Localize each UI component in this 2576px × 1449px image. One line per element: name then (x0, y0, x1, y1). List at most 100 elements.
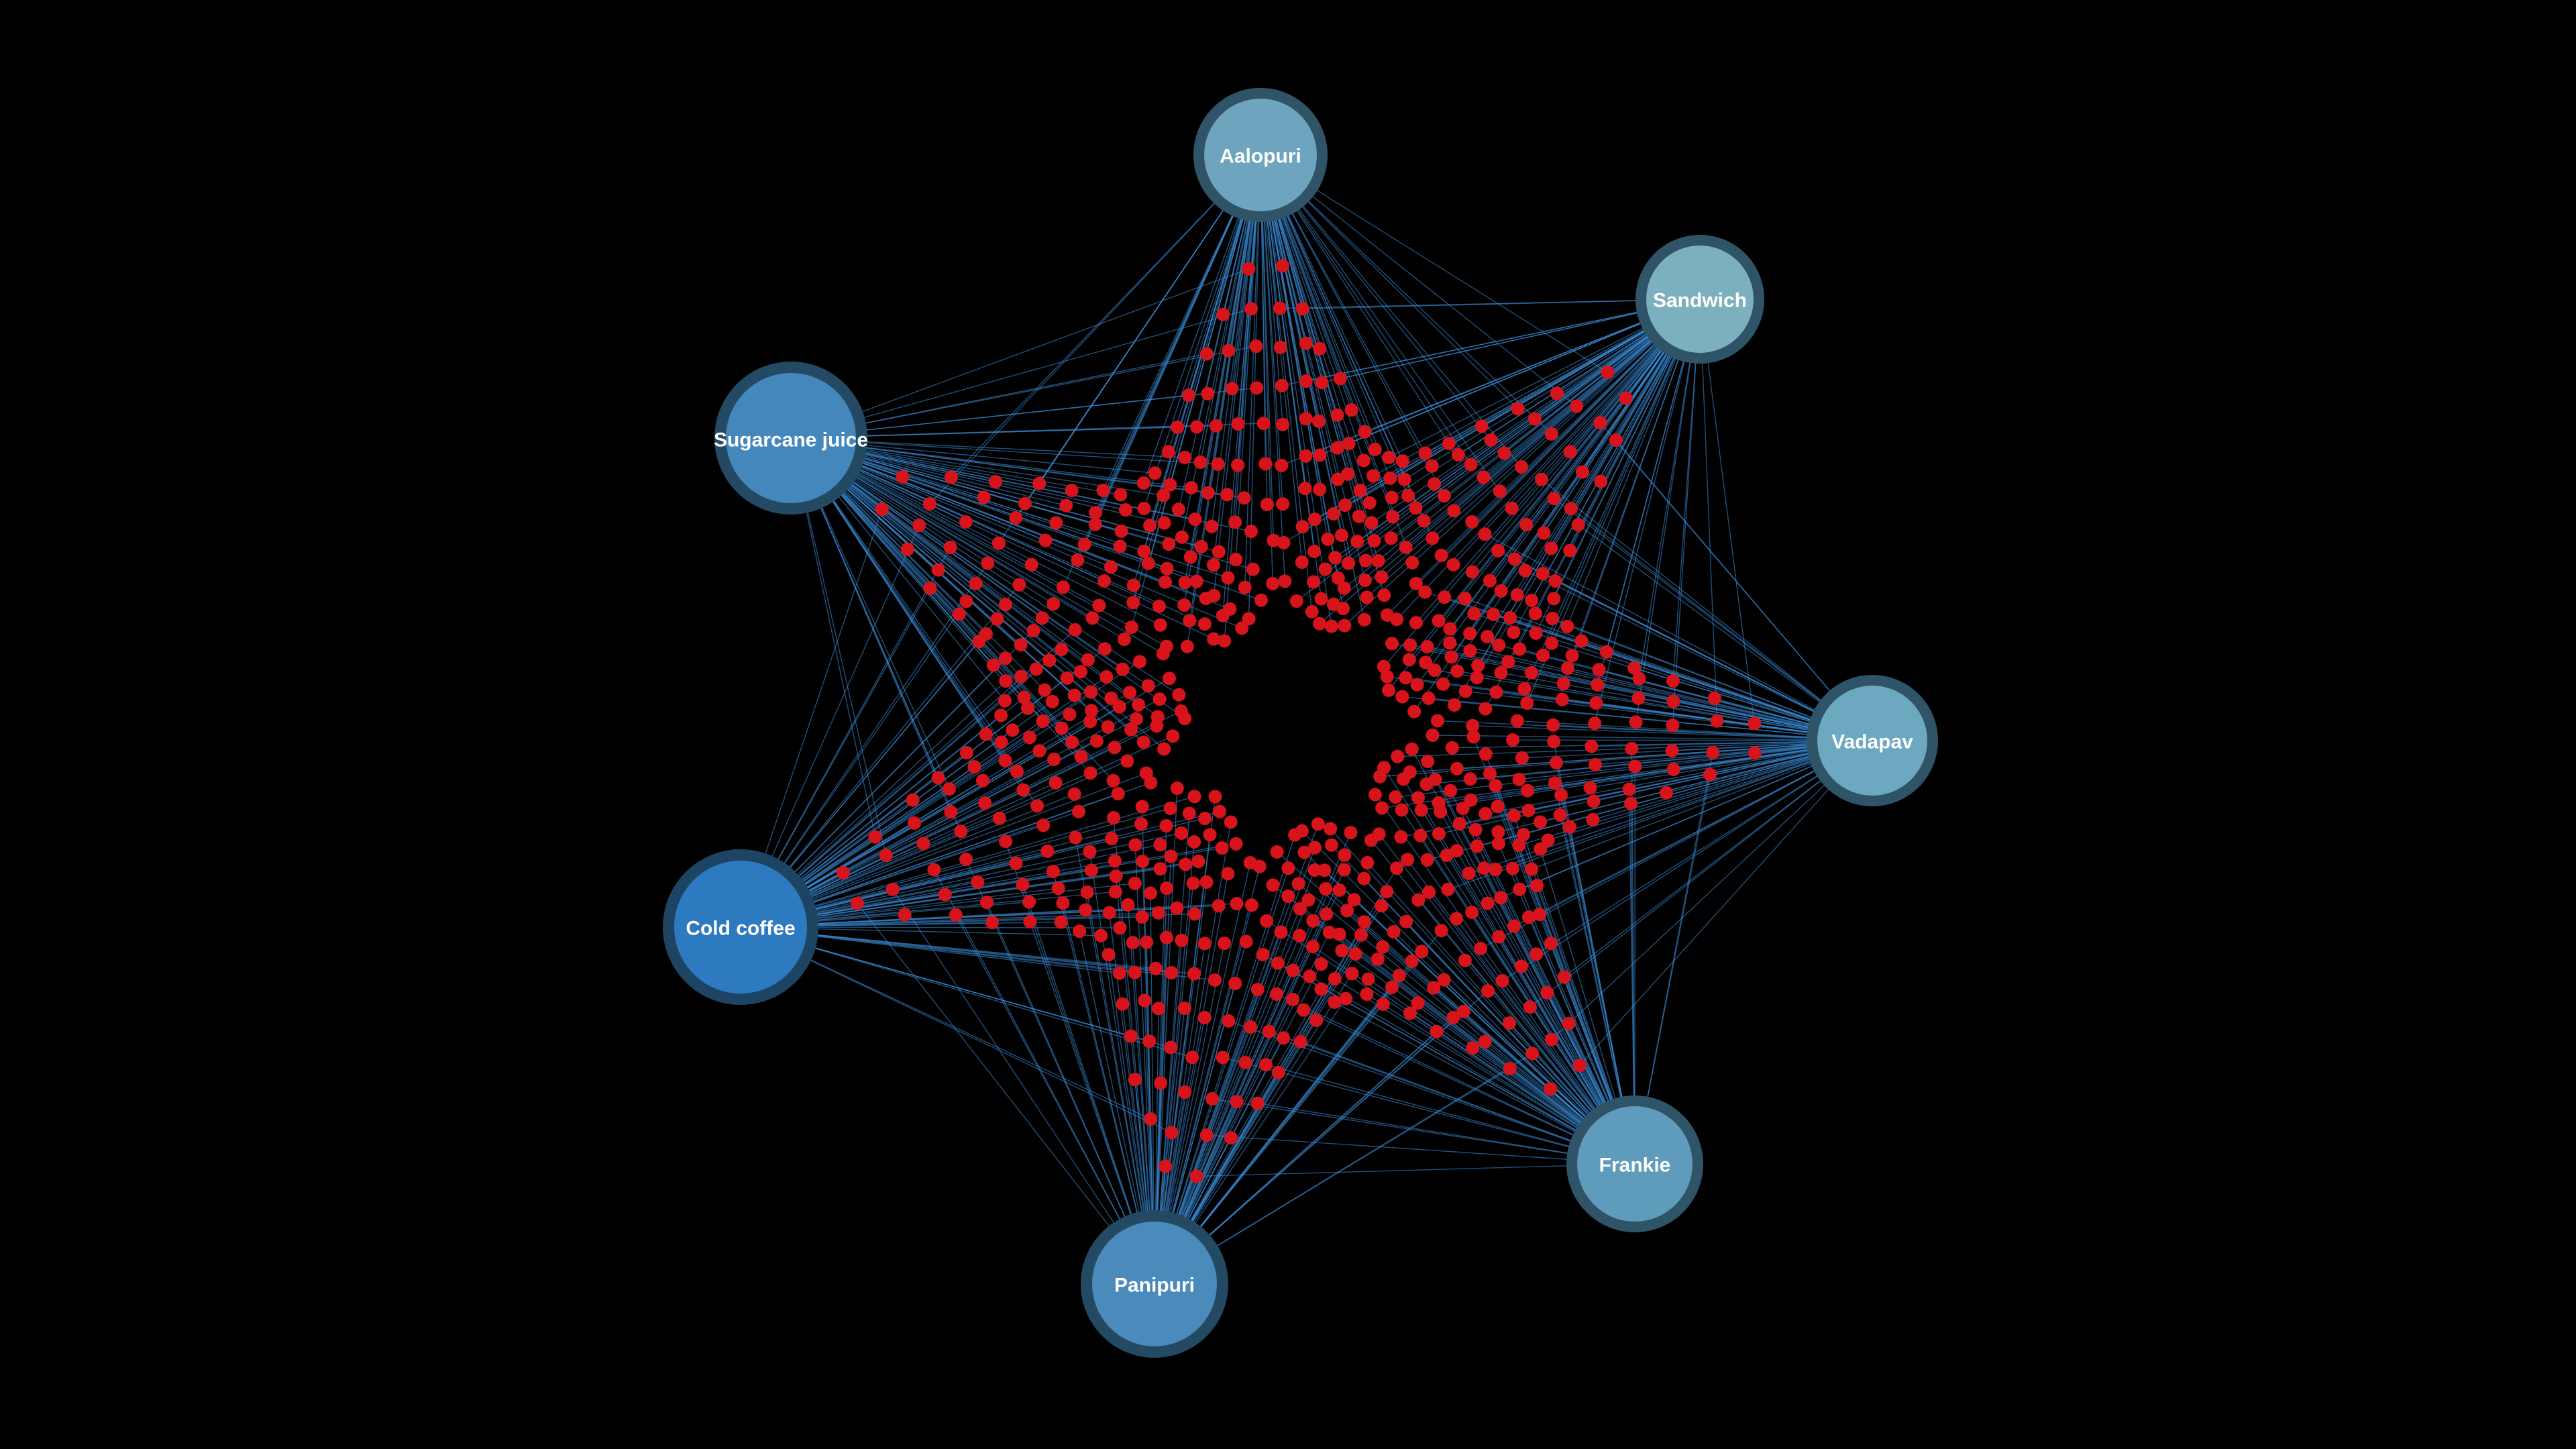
order-node[interactable] (944, 805, 958, 819)
order-node[interactable] (1594, 474, 1608, 488)
order-node[interactable] (1229, 837, 1243, 851)
order-node[interactable] (1285, 992, 1299, 1006)
order-node[interactable] (1360, 856, 1375, 870)
order-node[interactable] (1364, 516, 1379, 530)
order-node[interactable] (1293, 928, 1307, 943)
order-node[interactable] (1491, 837, 1505, 851)
order-node[interactable] (1507, 625, 1521, 639)
order-node[interactable] (1108, 885, 1122, 899)
order-node[interactable] (1088, 517, 1102, 531)
order-node[interactable] (1128, 965, 1142, 979)
order-node[interactable] (1371, 952, 1385, 966)
order-node[interactable] (1024, 557, 1038, 572)
order-node[interactable] (1018, 496, 1032, 511)
order-node[interactable] (1357, 871, 1371, 885)
order-node[interactable] (1407, 704, 1421, 718)
order-node[interactable] (1187, 835, 1201, 849)
order-node[interactable] (1114, 524, 1128, 538)
order-node[interactable] (1376, 997, 1390, 1011)
order-node[interactable] (1405, 742, 1419, 756)
order-node[interactable] (1297, 845, 1311, 859)
order-node[interactable] (1462, 866, 1476, 880)
order-node[interactable] (1160, 561, 1174, 576)
order-node[interactable] (1047, 752, 1061, 766)
order-node[interactable] (1391, 749, 1405, 763)
order-node[interactable] (1250, 1096, 1265, 1110)
order-node[interactable] (1081, 653, 1095, 667)
order-node[interactable] (1068, 623, 1082, 637)
order-node[interactable] (1332, 883, 1346, 897)
order-node[interactable] (1293, 1034, 1307, 1049)
order-node[interactable] (1463, 627, 1477, 641)
order-node[interactable] (1165, 966, 1179, 980)
order-node[interactable] (1464, 458, 1478, 472)
order-node[interactable] (1450, 664, 1464, 678)
order-node[interactable] (1099, 669, 1114, 684)
order-node[interactable] (1189, 574, 1203, 588)
order-node[interactable] (1528, 606, 1542, 621)
order-node[interactable] (1276, 259, 1290, 273)
order-node[interactable] (1560, 661, 1574, 676)
order-node[interactable] (1334, 528, 1348, 542)
order-node[interactable] (1599, 645, 1613, 659)
order-node[interactable] (1040, 844, 1055, 858)
order-node[interactable] (1352, 509, 1366, 523)
order-node[interactable] (1410, 678, 1424, 692)
order-node[interactable] (1344, 403, 1358, 417)
order-node[interactable] (1484, 433, 1498, 447)
order-node[interactable] (1337, 863, 1351, 877)
order-node[interactable] (1583, 781, 1597, 795)
order-node[interactable] (1342, 437, 1356, 451)
order-node[interactable] (1547, 492, 1561, 506)
order-node[interactable] (1628, 759, 1642, 773)
order-node[interactable] (1183, 550, 1197, 564)
order-node[interactable] (1029, 662, 1043, 676)
order-node[interactable] (1159, 639, 1173, 653)
order-node[interactable] (1549, 755, 1563, 769)
order-node[interactable] (1537, 526, 1551, 540)
order-node[interactable] (1276, 497, 1290, 511)
order-node[interactable] (1385, 490, 1399, 504)
order-node[interactable] (1269, 987, 1283, 1001)
order-node[interactable] (1364, 833, 1378, 847)
order-node[interactable] (1157, 516, 1171, 530)
order-node[interactable] (1375, 801, 1389, 815)
order-node[interactable] (896, 470, 910, 484)
order-node[interactable] (1324, 619, 1338, 633)
order-node[interactable] (1190, 420, 1204, 434)
order-node[interactable] (1512, 772, 1526, 786)
order-node[interactable] (1157, 488, 1171, 502)
order-node[interactable] (1338, 619, 1352, 633)
order-node[interactable] (1521, 784, 1535, 798)
order-node[interactable] (1441, 882, 1455, 896)
order-node[interactable] (1466, 1041, 1480, 1055)
order-node[interactable] (989, 475, 1003, 489)
order-node[interactable] (1748, 716, 1762, 731)
order-node[interactable] (1360, 590, 1374, 604)
order-node[interactable] (952, 607, 966, 621)
order-node[interactable] (1544, 541, 1558, 555)
order-node[interactable] (1071, 804, 1085, 818)
order-node[interactable] (1139, 766, 1153, 780)
order-node[interactable] (1502, 1016, 1516, 1030)
order-node[interactable] (986, 658, 1000, 672)
order-node[interactable] (1067, 787, 1081, 801)
order-node[interactable] (875, 502, 889, 517)
order-node[interactable] (1153, 862, 1167, 876)
order-node[interactable] (1536, 648, 1550, 662)
order-node[interactable] (1481, 896, 1495, 910)
order-node[interactable] (1205, 1092, 1220, 1106)
order-node[interactable] (1338, 848, 1352, 862)
order-node[interactable] (1134, 817, 1148, 831)
order-node[interactable] (1586, 812, 1600, 826)
order-node[interactable] (1385, 637, 1399, 651)
order-node[interactable] (1571, 518, 1585, 532)
order-node[interactable] (1056, 896, 1070, 910)
order-node[interactable] (1492, 930, 1506, 944)
order-node[interactable] (1179, 857, 1193, 871)
order-node[interactable] (971, 875, 985, 889)
order-node[interactable] (1124, 722, 1138, 737)
order-node[interactable] (1413, 828, 1428, 843)
order-node[interactable] (898, 908, 912, 922)
order-node[interactable] (1564, 502, 1578, 516)
